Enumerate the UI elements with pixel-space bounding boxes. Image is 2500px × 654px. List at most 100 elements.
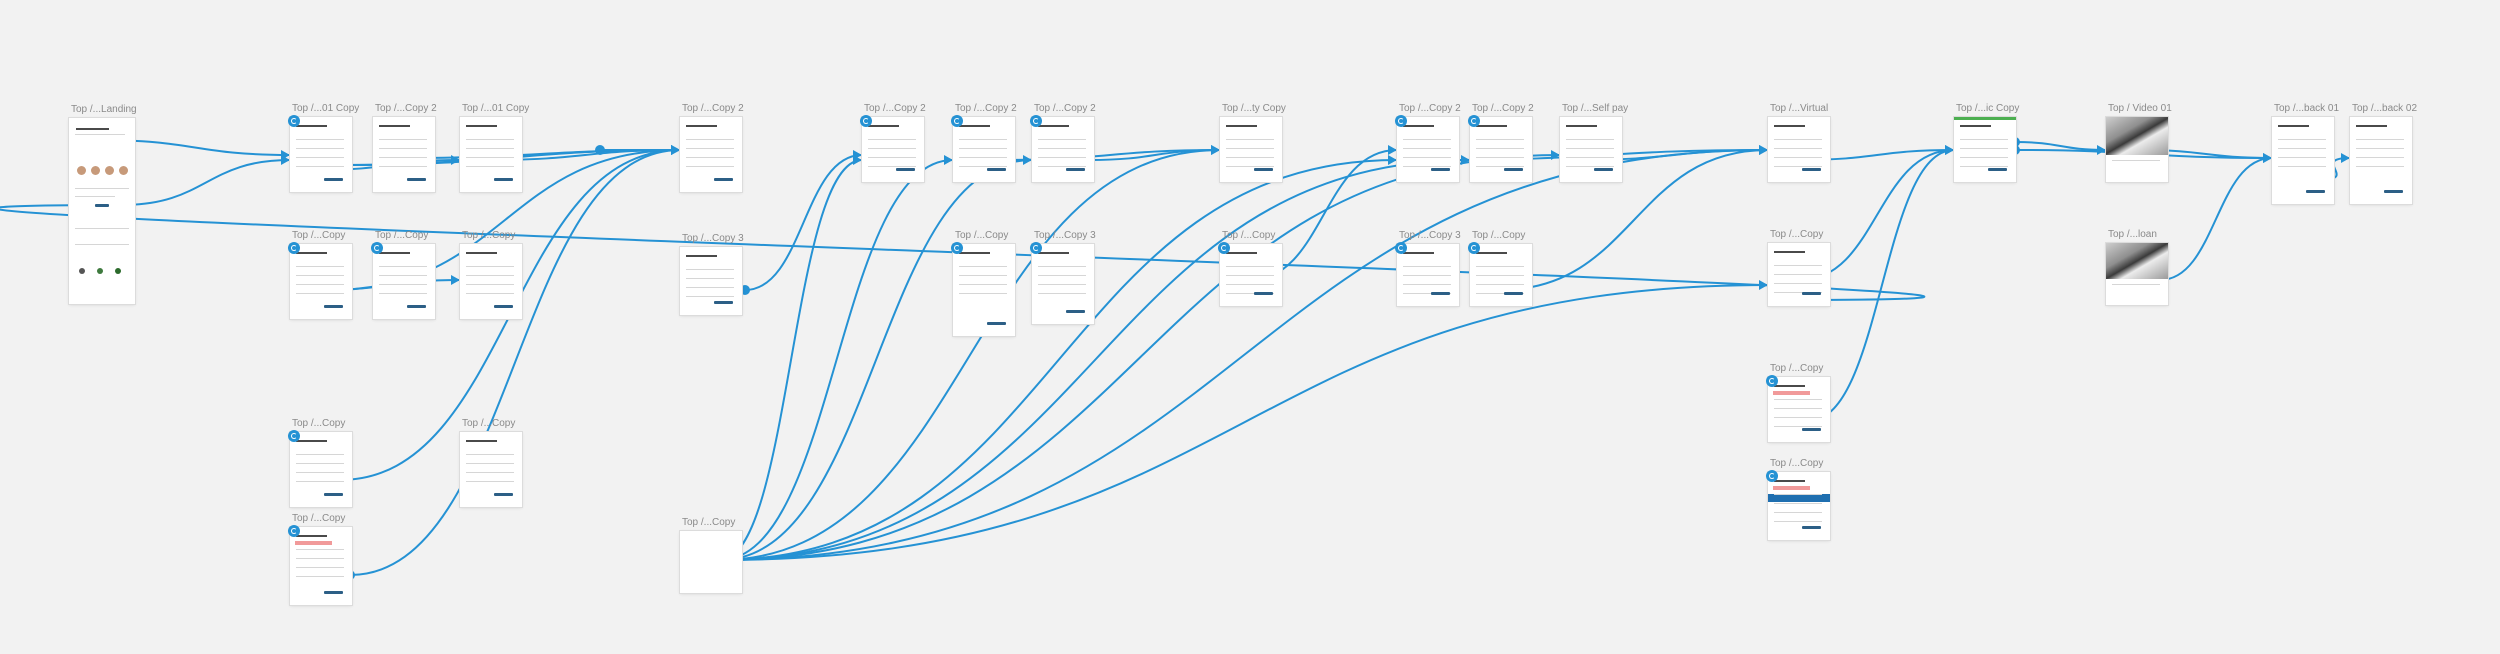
form-field[interactable] <box>1403 284 1451 285</box>
artboard-c05[interactable] <box>1032 244 1094 324</box>
artboard-e04[interactable] <box>1397 244 1459 306</box>
continue-button[interactable] <box>1254 168 1273 171</box>
form-field[interactable] <box>1403 166 1451 167</box>
artboard-f03[interactable] <box>1768 377 1830 442</box>
form-field[interactable] <box>1038 284 1086 285</box>
form-field[interactable] <box>379 166 427 167</box>
artboard-b01[interactable] <box>680 117 742 192</box>
form-field[interactable] <box>296 558 344 559</box>
form-field[interactable] <box>1226 166 1274 167</box>
continue-button[interactable] <box>714 178 733 181</box>
artboard-label[interactable]: Top /...Copy <box>292 418 346 429</box>
prototype-link[interactable] <box>744 154 863 291</box>
prototype-link[interactable] <box>1499 149 1769 291</box>
artboard-a08[interactable] <box>460 432 522 507</box>
artboard-label[interactable]: Top /...Virtual <box>1770 103 1829 114</box>
artboard-label[interactable]: Top /...Copy <box>375 230 429 241</box>
prototype-link[interactable] <box>349 149 681 576</box>
flow-start-icon[interactable] <box>288 242 300 254</box>
form-field[interactable] <box>466 293 514 294</box>
form-field[interactable] <box>296 481 344 482</box>
form-field[interactable] <box>1774 512 1822 513</box>
flow-start-icon[interactable] <box>1030 242 1042 254</box>
form-field[interactable] <box>959 293 1007 294</box>
form-field[interactable] <box>466 472 514 473</box>
flow-start-icon[interactable] <box>288 525 300 537</box>
continue-button[interactable] <box>494 178 513 181</box>
form-field[interactable] <box>1403 148 1451 149</box>
prototype-link[interactable] <box>719 159 1398 561</box>
form-field[interactable] <box>1476 157 1524 158</box>
artboard-label[interactable]: Top /...01 Copy <box>292 103 360 114</box>
artboard-h02[interactable] <box>2106 243 2168 305</box>
form-field[interactable] <box>686 157 734 158</box>
continue-button[interactable] <box>1802 428 1821 431</box>
artboard-label[interactable]: Top /...Copy <box>1770 363 1824 374</box>
form-field[interactable] <box>1566 166 1614 167</box>
form-field[interactable] <box>296 166 344 167</box>
flow-start-icon[interactable] <box>1468 242 1480 254</box>
form-field[interactable] <box>466 454 514 455</box>
form-field[interactable] <box>1403 293 1451 294</box>
continue-button[interactable] <box>1504 168 1523 171</box>
form-field[interactable] <box>1774 157 1822 158</box>
form-field[interactable] <box>959 166 1007 167</box>
form-field[interactable] <box>1403 275 1451 276</box>
form-field[interactable] <box>2278 166 2326 167</box>
form-field[interactable] <box>1226 275 1274 276</box>
artboard-d02[interactable] <box>1220 244 1282 306</box>
continue-button[interactable] <box>987 322 1006 325</box>
prototype-link[interactable] <box>719 154 1561 561</box>
artboard-label[interactable]: Top /...Self pay <box>1562 103 1629 114</box>
form-field[interactable] <box>1038 166 1086 167</box>
form-field[interactable] <box>2278 148 2326 149</box>
prototype-link[interactable] <box>719 159 1471 561</box>
form-field[interactable] <box>1960 148 2008 149</box>
artboard-label[interactable]: Top /...back 02 <box>2352 103 2418 114</box>
artboard-c01[interactable] <box>862 117 924 182</box>
form-field[interactable] <box>1774 292 1822 293</box>
form-field[interactable] <box>466 157 514 158</box>
artboard-a02[interactable] <box>373 117 435 192</box>
form-field[interactable] <box>1960 157 2008 158</box>
continue-button[interactable] <box>324 178 343 181</box>
form-field[interactable] <box>1226 293 1274 294</box>
artboard-a04[interactable] <box>290 244 352 319</box>
continue-button[interactable] <box>1802 292 1821 295</box>
form-field[interactable] <box>466 266 514 267</box>
form-field[interactable] <box>868 157 916 158</box>
artboard-landing[interactable] <box>69 118 135 304</box>
form-field[interactable] <box>2356 166 2404 167</box>
form-field[interactable] <box>296 139 344 140</box>
artboard-label[interactable]: Top /...ty Copy <box>1222 103 1286 114</box>
form-field[interactable] <box>296 275 344 276</box>
form-field[interactable] <box>959 148 1007 149</box>
artboard-label[interactable]: Top /...01 Copy <box>462 103 530 114</box>
form-field[interactable] <box>1774 148 1822 149</box>
artboard-e01[interactable] <box>1397 117 1459 182</box>
flow-start-icon[interactable] <box>1395 115 1407 127</box>
prototype-link[interactable] <box>1089 149 1221 161</box>
artboard-b02[interactable] <box>680 247 742 315</box>
continue-button[interactable] <box>1988 168 2007 171</box>
flow-start-icon[interactable] <box>288 115 300 127</box>
form-field[interactable] <box>1774 274 1822 275</box>
continue-button[interactable] <box>1254 292 1273 295</box>
artboard-f01[interactable] <box>1768 117 1830 182</box>
form-field[interactable] <box>296 463 344 464</box>
artboard-d01[interactable] <box>1220 117 1282 182</box>
form-field[interactable] <box>1476 293 1524 294</box>
continue-button[interactable] <box>494 305 513 308</box>
form-field[interactable] <box>1566 139 1614 140</box>
artboard-label[interactable]: Top /...Copy 2 <box>1399 103 1461 114</box>
continue-button[interactable] <box>407 178 426 181</box>
form-field[interactable] <box>296 148 344 149</box>
flow-start-icon[interactable] <box>1468 115 1480 127</box>
artboard-label[interactable]: Top /...Copy 3 <box>1399 230 1461 241</box>
flow-start-icon[interactable] <box>951 242 963 254</box>
form-field[interactable] <box>1774 166 1822 167</box>
form-field[interactable] <box>1774 139 1822 140</box>
form-field[interactable] <box>1038 148 1086 149</box>
form-field[interactable] <box>1226 157 1274 158</box>
prototype-link[interactable] <box>719 284 1769 561</box>
